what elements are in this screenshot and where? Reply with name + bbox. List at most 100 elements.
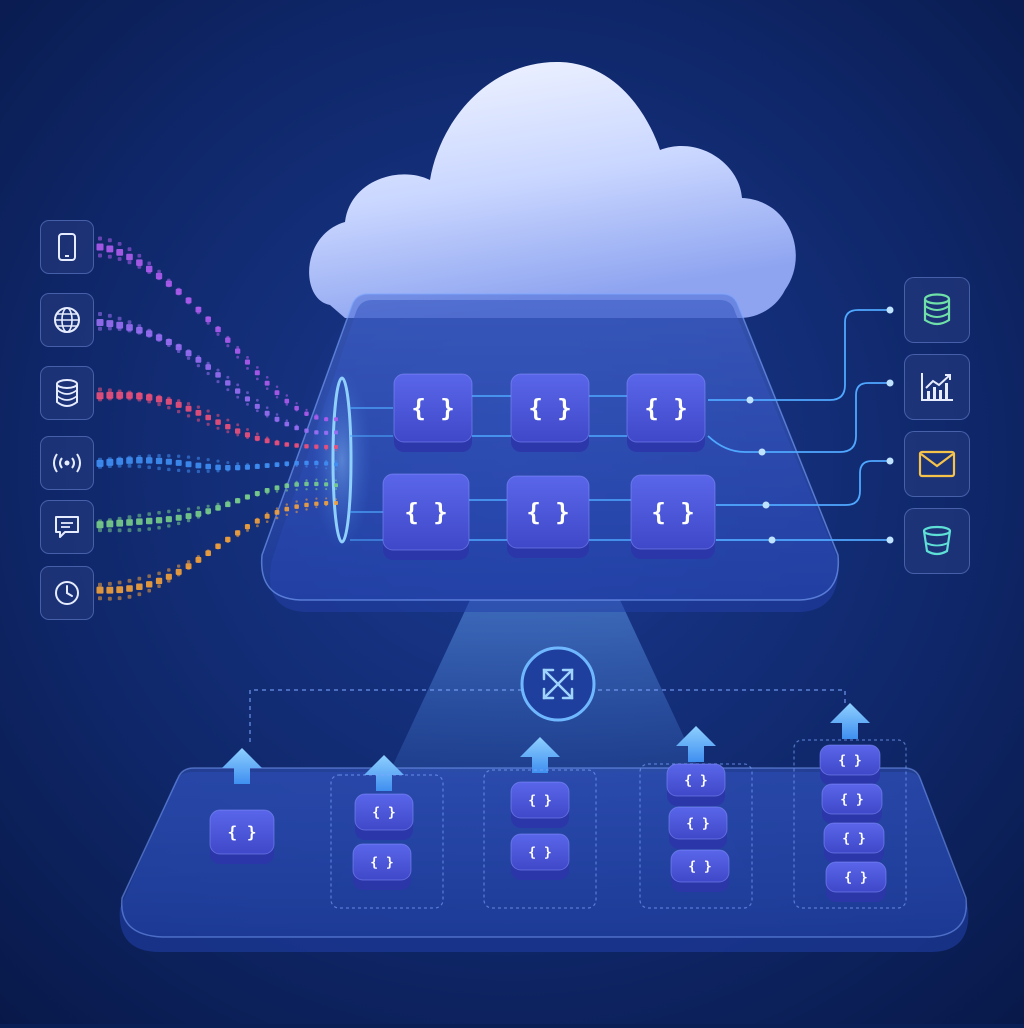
event-particle — [177, 409, 181, 414]
expand-arrows-icon — [542, 668, 574, 700]
event-particle — [107, 581, 112, 586]
event-particle — [254, 518, 260, 524]
event-particle — [157, 584, 161, 588]
output-tile-notification — [904, 431, 970, 497]
event-particle — [256, 366, 259, 369]
event-particle — [117, 257, 122, 261]
event-particle — [147, 527, 151, 531]
event-particle — [146, 394, 153, 401]
intake-ring-glow — [312, 370, 372, 550]
function-block-face — [630, 474, 716, 550]
event-particle — [137, 330, 142, 335]
function-glyph: { } — [228, 823, 257, 842]
event-particle — [98, 397, 102, 402]
event-particle — [285, 503, 288, 506]
event-particle — [147, 399, 151, 404]
event-particle — [284, 398, 290, 404]
event-particle — [314, 501, 319, 506]
source-tile-messaging — [40, 500, 94, 554]
event-particle — [136, 259, 143, 266]
event-particle — [196, 506, 200, 510]
event-particle — [305, 488, 308, 491]
database-icon — [921, 293, 953, 327]
event-particle — [157, 511, 161, 515]
event-particle — [107, 596, 112, 601]
event-particle — [196, 405, 200, 409]
event-particle — [285, 489, 288, 492]
event-particle — [136, 518, 143, 525]
function-block-face — [666, 763, 726, 797]
event-particle — [186, 566, 191, 570]
event-particle — [186, 507, 191, 511]
event-particle — [325, 497, 328, 500]
event-particle — [157, 402, 161, 407]
event-particle — [175, 514, 182, 521]
event-particle — [206, 372, 210, 376]
event-particle — [206, 409, 210, 413]
event-particle — [225, 380, 231, 386]
function-block-face — [354, 793, 414, 831]
function-block-face — [626, 373, 706, 443]
event-particle — [275, 516, 279, 520]
function-block-face — [209, 809, 275, 855]
event-particle — [175, 401, 182, 408]
instance-block: { } — [352, 843, 412, 890]
event-particle — [147, 261, 151, 266]
event-particle — [175, 459, 182, 466]
line-chart-icon — [919, 371, 955, 403]
event-particle — [244, 432, 250, 438]
event-particle — [177, 292, 181, 296]
event-particle — [177, 468, 181, 472]
event-particle — [186, 469, 191, 473]
instance-block: { } — [209, 809, 275, 864]
event-particle — [107, 326, 112, 331]
event-particle — [236, 500, 240, 503]
event-particle — [215, 326, 221, 333]
event-particle — [146, 265, 153, 273]
event-particle — [335, 432, 337, 434]
function-block-face — [819, 744, 881, 776]
event-particle — [235, 530, 241, 536]
event-particle — [117, 596, 122, 601]
event-particle — [285, 423, 288, 427]
event-particle — [167, 454, 171, 458]
event-particle — [205, 463, 211, 470]
event-particle — [98, 464, 102, 469]
event-particle — [98, 253, 102, 258]
scaling-column-4: { }{ }{ } — [639, 726, 753, 909]
function-block-face — [393, 373, 473, 443]
event-particle — [335, 417, 337, 420]
instance-block: { } — [823, 822, 885, 863]
instance-block: { } — [666, 763, 726, 806]
event-particle — [117, 528, 122, 533]
output-tile-analytics — [904, 354, 970, 420]
event-particle — [246, 367, 249, 370]
function-block-face — [510, 373, 590, 443]
event-particle — [137, 592, 142, 597]
event-particle — [196, 515, 200, 519]
event-particle — [196, 364, 200, 368]
event-particle — [325, 431, 328, 434]
event-particle — [226, 468, 230, 472]
function-block-face — [670, 849, 730, 883]
event-particle — [225, 337, 231, 343]
instance-block: { } — [825, 861, 887, 902]
event-particle — [305, 413, 308, 416]
event-particle — [195, 306, 202, 313]
event-particle — [226, 344, 230, 348]
event-particle — [315, 416, 318, 419]
event-particle — [324, 444, 329, 449]
event-particle — [196, 469, 200, 474]
event-particle — [96, 319, 104, 326]
event-particle — [157, 269, 161, 274]
scale-up-arrow — [830, 703, 870, 739]
event-particle — [216, 502, 220, 506]
intake-ring — [331, 376, 353, 544]
link-node — [886, 457, 894, 465]
event-particle — [127, 328, 132, 333]
event-particle — [216, 507, 220, 511]
event-particle — [96, 392, 104, 400]
event-particle — [305, 508, 308, 511]
event-particle — [256, 438, 259, 442]
event-particle — [137, 464, 142, 469]
